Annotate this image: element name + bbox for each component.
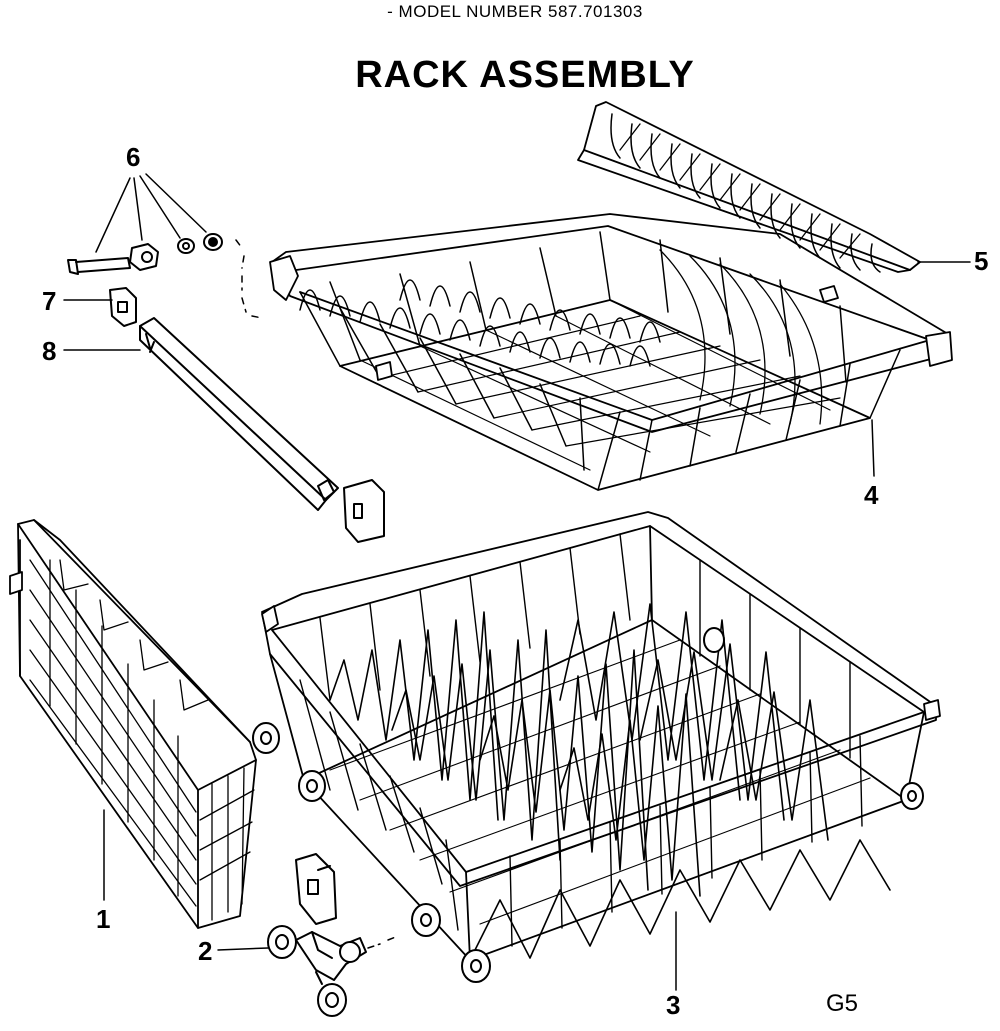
lower-rack-part-3 [252,511,941,983]
callout-5: 5 [974,246,989,276]
leader-line-4 [871,419,875,477]
leader-lines-6 [95,173,263,319]
callout-6: 6 [126,142,141,172]
callout-4: 4 [864,480,879,510]
roller-assembly-part-2 [267,853,399,1017]
rail-part-8 [139,317,385,543]
callout-7: 7 [42,286,57,316]
upper-rack-part-4 [269,213,953,491]
fastener-set-part-6 [67,233,223,275]
callout-3: 3 [666,990,681,1020]
callout-2: 2 [198,936,213,966]
diagram-title: RACK ASSEMBLY [355,54,695,96]
bracket-part-7 [109,287,137,327]
page-code: G5 [826,990,859,1017]
callout-1: 1 [96,904,111,934]
callout-8: 8 [42,336,57,366]
model-number: - MODEL NUMBER 587.701303 [387,2,643,21]
silverware-basket-part-1 [9,519,257,929]
leader-line-2 [217,947,269,951]
